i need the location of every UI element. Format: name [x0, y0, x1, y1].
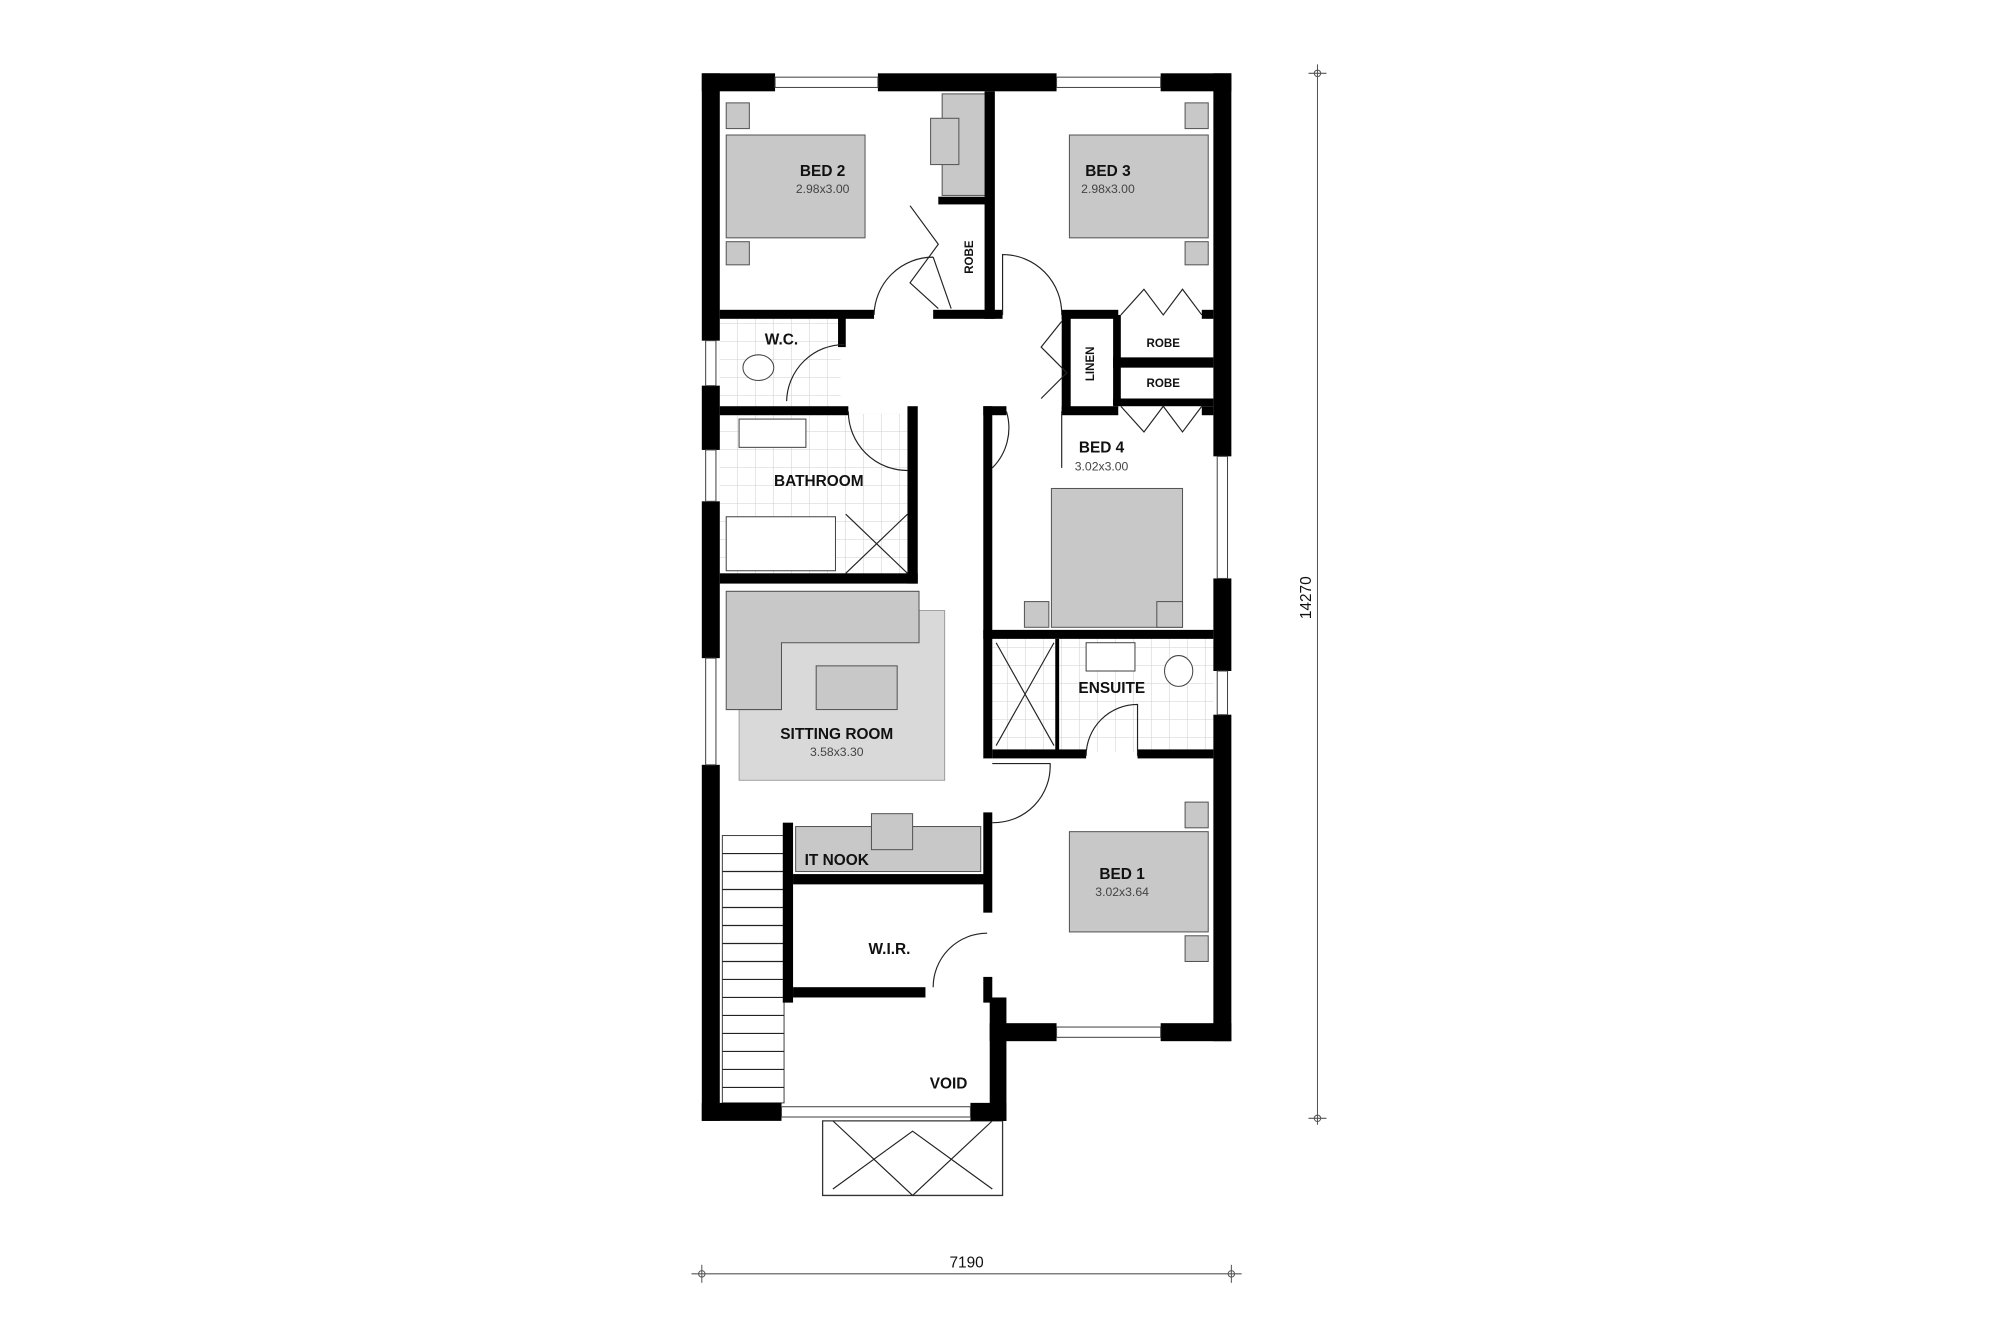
ensuite-toilet — [1164, 655, 1194, 687]
bathtub — [725, 516, 836, 572]
bed1-size: 3.02x3.64 — [1095, 885, 1149, 899]
room-labels: BED 2 2.98x3.00 BED 3 2.98x3.00 W.C. ROB… — [765, 163, 1180, 1093]
nightstand — [725, 241, 750, 266]
bed1-bed — [1068, 831, 1209, 933]
wc-label: W.C. — [765, 332, 798, 349]
it-nook-chair — [870, 813, 914, 851]
bathroom-label: BATHROOM — [774, 473, 864, 490]
robe-bed3-label: ROBE — [1147, 338, 1181, 350]
nightstand — [725, 102, 750, 130]
bed2-label: BED 2 — [800, 163, 845, 180]
nightstand — [1184, 102, 1209, 130]
bathroom-vanity — [738, 418, 807, 448]
bed4-size: 3.02x3.00 — [1075, 459, 1129, 473]
entry-portico — [821, 1120, 1004, 1197]
dimension-depth: 14270 — [1298, 64, 1327, 1125]
sofa — [725, 590, 920, 711]
ensuite-vanity — [1085, 642, 1136, 672]
windows — [705, 76, 1229, 1118]
ensuite-shower — [995, 642, 1055, 746]
dimension-width: 7190 — [691, 1254, 1242, 1283]
bed4-label: BED 4 — [1079, 439, 1125, 456]
walls — [701, 73, 1232, 1121]
nightstand — [1184, 241, 1209, 266]
sitting-room-size: 3.58x3.30 — [810, 745, 864, 759]
nightstand — [1184, 801, 1209, 829]
bed3-size: 2.98x3.00 — [1081, 182, 1135, 196]
sitting-room-label: SITTING ROOM — [780, 726, 893, 743]
wc-toilet — [742, 354, 775, 382]
bed1-label: BED 1 — [1099, 866, 1145, 883]
it-nook-label: IT NOOK — [805, 852, 869, 869]
furniture — [725, 93, 1209, 963]
bed2-size: 2.98x3.00 — [796, 182, 850, 196]
coffee-table — [815, 665, 898, 711]
depth-dimension-label: 14270 — [1298, 576, 1315, 619]
linen-label: LINEN — [1085, 346, 1097, 381]
nightstand — [1156, 601, 1184, 628]
doors — [786, 205, 1203, 988]
bed3-bed — [1068, 134, 1209, 239]
desk-chair — [930, 117, 960, 166]
nightstand — [1023, 601, 1050, 628]
bath-shower — [845, 513, 908, 574]
robe-bed4-label: ROBE — [1147, 378, 1181, 390]
width-dimension-label: 7190 — [949, 1254, 983, 1271]
nightstand — [1184, 935, 1209, 963]
stairs — [721, 835, 785, 1104]
bed2-bed — [725, 134, 866, 239]
bed3-label: BED 3 — [1085, 163, 1131, 180]
ensuite-label: ENSUITE — [1078, 680, 1145, 697]
void-label: VOID — [930, 1076, 968, 1093]
robe-bed2-label: ROBE — [964, 240, 976, 274]
wir-label: W.I.R. — [868, 941, 910, 958]
